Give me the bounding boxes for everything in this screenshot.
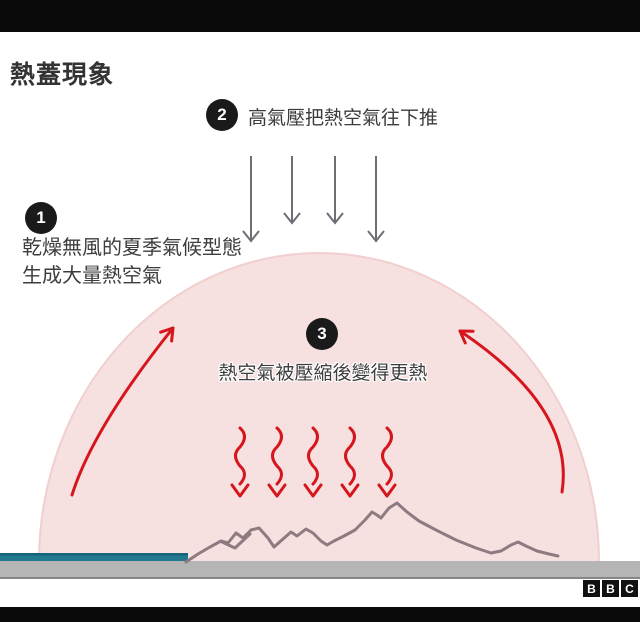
- top-black-bar: [0, 0, 640, 32]
- step-3-label: 熱空氣被壓縮後變得更熱: [218, 363, 428, 384]
- bottom-black-bar: [0, 607, 640, 622]
- step-1-label-line1: 乾燥無風的夏季氣候型態: [22, 237, 242, 259]
- bbc-logo-letter: B: [583, 580, 600, 597]
- water-bar: [0, 553, 188, 561]
- down-arrow-icon: [367, 156, 385, 243]
- bbc-logo: B B C: [583, 580, 638, 597]
- step-2-number: 2: [217, 105, 227, 124]
- step-3-number: 3: [317, 324, 327, 343]
- step-1-label-line2: 生成大量熱空氣: [22, 265, 162, 287]
- ground-bar: [0, 561, 640, 579]
- down-arrow-icon: [283, 156, 301, 225]
- down-arrow-icon: [326, 156, 344, 225]
- page-title: 熱蓋現象: [10, 60, 115, 89]
- step-3-badge: 3: [306, 318, 338, 350]
- step-1-number: 1: [36, 208, 46, 227]
- step-1-badge: 1: [25, 202, 57, 234]
- heat-dome-shape: [38, 252, 600, 562]
- bbc-logo-letter: C: [621, 580, 638, 597]
- step-2-label: 高氣壓把熱空氣往下推: [248, 108, 439, 129]
- bbc-logo-letter: B: [602, 580, 619, 597]
- step-2-badge: 2: [206, 99, 238, 131]
- down-arrow-icon: [242, 156, 260, 243]
- step-1-label: 乾燥無風的夏季氣候型態 生成大量熱空氣: [22, 234, 242, 290]
